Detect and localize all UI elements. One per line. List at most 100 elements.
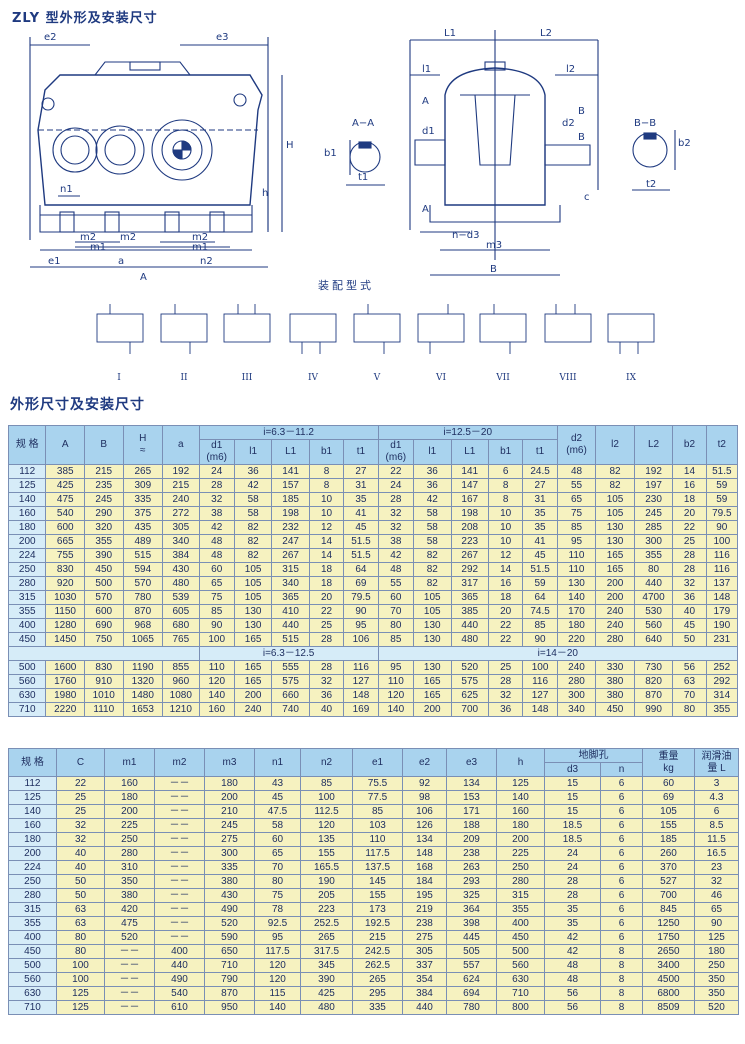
table-cell: 10 xyxy=(308,506,345,521)
table-cell: 140 xyxy=(254,1000,301,1015)
label-A-A: A−A xyxy=(352,118,374,129)
table-cell: 560 xyxy=(496,958,545,973)
table-cell: 32 xyxy=(308,674,345,689)
table-cell: 1760 xyxy=(45,674,85,689)
table-cell: 350 xyxy=(694,972,739,987)
table-cell: 51.5 xyxy=(343,534,379,549)
th2-e2: e2 xyxy=(402,748,447,777)
table-cell: 8 xyxy=(600,972,643,987)
table-cell: 215 xyxy=(162,478,200,493)
th2-spec: 规 格 xyxy=(8,748,57,777)
label-d2: d2 xyxy=(562,118,575,129)
table-cell: 173 xyxy=(352,902,403,917)
table-cell: 280 xyxy=(595,632,635,647)
table-cell: 20 xyxy=(672,506,707,521)
table-cell: 265 xyxy=(122,464,164,479)
table-cell: 8509 xyxy=(642,1000,695,1015)
table-cell: 59 xyxy=(705,478,739,493)
table-cell: 260 xyxy=(642,846,695,861)
table-cell: 117.5 xyxy=(254,944,301,959)
table-cell: 155 xyxy=(642,818,695,833)
table-cell: 1320 xyxy=(122,674,164,689)
table-cell: 345 xyxy=(300,958,353,973)
table-cell: 4700 xyxy=(633,590,674,605)
table-cell: 28 xyxy=(308,660,345,675)
th-L1-b: L1 xyxy=(450,439,490,465)
table-cell: 130 xyxy=(556,576,597,591)
table-cell: 75 xyxy=(254,888,301,903)
table-cell: 16 xyxy=(672,478,707,493)
table-cell: 115 xyxy=(254,986,301,1001)
table-cell: 600 xyxy=(45,520,85,535)
table-cell: 18 xyxy=(487,590,524,605)
label-t2: t2 xyxy=(646,179,656,190)
table-cell: 20 xyxy=(487,604,524,619)
table-cell: 18 xyxy=(308,562,345,577)
table-cell: 184 xyxy=(402,874,447,889)
table-cell: 134 xyxy=(402,832,447,847)
table-cell: 16 xyxy=(487,576,524,591)
table-cell: 126 xyxy=(402,818,447,833)
table-cell: 18 xyxy=(308,576,345,591)
table-cell: 32 xyxy=(377,506,415,521)
label-h: h xyxy=(262,188,268,199)
assembly-title: 装配型式 xyxy=(318,279,374,292)
table-cell: －－ xyxy=(154,902,205,917)
table-cell: 1250 xyxy=(642,916,695,931)
table-cell: 125 xyxy=(8,790,57,805)
table-cell: 135 xyxy=(300,832,353,847)
table-cell: 85 xyxy=(352,804,403,819)
table-cell: 570 xyxy=(84,590,124,605)
table-cell: 540 xyxy=(154,986,205,1001)
table-cell: －－ xyxy=(104,1000,155,1015)
table-cell: 830 xyxy=(84,660,124,675)
table-cell: －－ xyxy=(154,804,205,819)
label-H: H xyxy=(286,140,294,151)
table-cell: 82 xyxy=(595,478,635,493)
table-cell: 192.5 xyxy=(352,916,403,931)
table-cell: 910 xyxy=(84,674,124,689)
table-cell: 157 xyxy=(271,478,310,493)
table-cell: 195 xyxy=(402,888,447,903)
table-cell: 80 xyxy=(377,618,415,633)
table-cell: 36 xyxy=(413,464,452,479)
table-cell: 6 xyxy=(600,902,643,917)
table-cell: 28 xyxy=(308,632,345,647)
table-cell: 1280 xyxy=(45,618,85,633)
table-cell: 650 xyxy=(204,944,255,959)
table-cell: 48 xyxy=(544,958,601,973)
table-cell: 70 xyxy=(254,860,301,875)
table-cell: 680 xyxy=(162,618,200,633)
table-cell: 51.5 xyxy=(343,548,379,563)
table-cell: 28 xyxy=(672,562,707,577)
table-cell: 160 xyxy=(496,804,545,819)
table-cell: 490 xyxy=(154,972,205,987)
table-cell: 398 xyxy=(446,916,497,931)
table-cell: 85 xyxy=(300,776,353,791)
table-cell: 110 xyxy=(556,562,597,577)
table-cell: 365 xyxy=(271,590,310,605)
table-cell: 82 xyxy=(413,562,452,577)
table-cell: 85 xyxy=(198,604,235,619)
table-cell: 6 xyxy=(600,930,643,945)
table-cell: 78 xyxy=(254,902,301,917)
label-section-B-top: B xyxy=(578,106,585,117)
table-cell: 6 xyxy=(600,818,643,833)
table-cell: 600 xyxy=(84,604,124,619)
table-cell: 440 xyxy=(271,618,310,633)
table-cell: 28 xyxy=(377,492,415,507)
th2-e1: e1 xyxy=(352,748,403,777)
table-cell: 1750 xyxy=(642,930,695,945)
table-cell: 110 xyxy=(377,674,415,689)
table-cell: 250 xyxy=(496,860,545,875)
table-cell: 35 xyxy=(522,506,558,521)
table-cell: 155 xyxy=(352,888,403,903)
table-cell: 45 xyxy=(343,520,379,535)
